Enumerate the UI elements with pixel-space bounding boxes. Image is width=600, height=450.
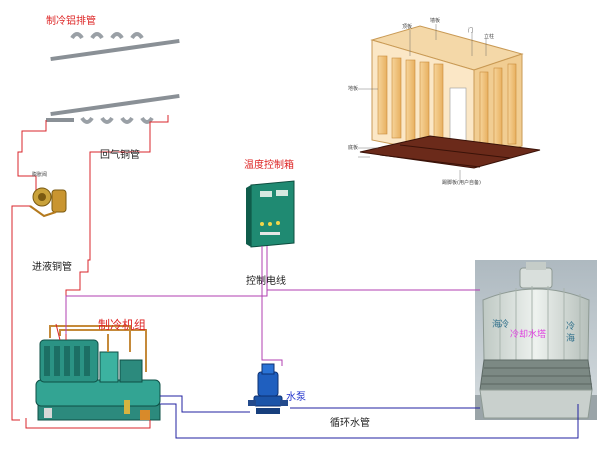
expansion-valve xyxy=(29,187,67,218)
callout-base-panel: 底板 xyxy=(348,145,359,151)
evaporator-label: 制冷铝排管 xyxy=(46,16,96,27)
evaporator-coil xyxy=(46,32,180,124)
callout-floor-panel: 地板 xyxy=(348,86,359,92)
temp-control-box-label: 温度控制箱 xyxy=(244,160,294,171)
callout-door: 门 xyxy=(468,28,474,34)
return-pipe-label: 回气铜管 xyxy=(100,150,140,161)
refrigeration-unit-label: 制冷机组 xyxy=(98,318,147,332)
expansion-valve-label: 膨胀阀 xyxy=(32,172,48,178)
cold-room-illustration xyxy=(358,24,541,180)
refrigeration-unit xyxy=(35,325,161,421)
tower-panel-text-4: 海 xyxy=(566,334,576,344)
liquid-pipe-label: 进液铜管 xyxy=(32,262,72,273)
tower-panel-text-1: 海 xyxy=(492,320,502,330)
tower-panel-text-3: 冷 xyxy=(566,322,576,332)
refrigerant-lines xyxy=(11,115,169,429)
water-pump xyxy=(248,363,288,414)
callout-roof-panel: 顶板 xyxy=(402,24,413,30)
circulation-pipe-label: 循环水管 xyxy=(330,418,370,429)
callout-wall-panel: 墙板 xyxy=(430,18,441,24)
cooling-tower-label: 冷却水塔 xyxy=(510,330,547,340)
cooling-tower xyxy=(475,260,597,420)
water-lines xyxy=(160,395,579,439)
control-wire-label: 控制电线 xyxy=(246,276,286,287)
control-lines xyxy=(65,246,480,366)
tower-panel-text-2: 冷 xyxy=(500,320,510,330)
pump-label: 水泵 xyxy=(286,392,306,403)
callout-skirting: 踢脚板(用户自备) xyxy=(442,180,481,186)
callout-column: 立柱 xyxy=(484,34,495,40)
temperature-control-box xyxy=(246,180,295,248)
